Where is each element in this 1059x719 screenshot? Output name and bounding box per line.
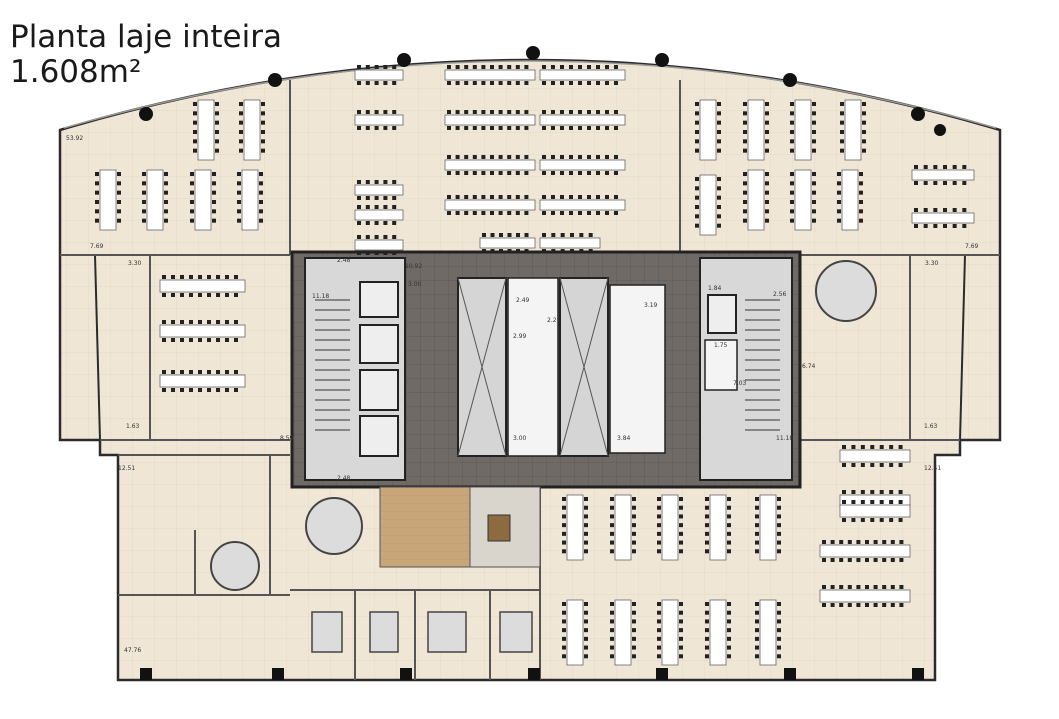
dim-label: 1.75 [714,342,728,349]
workstation-cluster [562,494,588,561]
building-core [290,250,802,489]
workstation-cluster [95,169,121,231]
plan-area-label: 1.608m² [10,54,142,90]
dim-label: 1.84 [708,285,722,292]
workstation-cluster [743,99,769,161]
meeting-tables [311,611,533,653]
dim-label: 10.92 [405,263,422,270]
workstation-cluster [539,155,626,175]
dim-label: 6.74 [802,363,816,370]
round-tables [210,260,877,591]
workstation-cluster [539,110,626,130]
dim-label: 7.69 [90,243,104,250]
workstation-cluster [539,233,601,253]
workstation-cluster [444,155,536,175]
workstation-cluster [743,169,769,231]
dim-label: 2.48 [337,257,351,264]
workstation-cluster [193,99,219,161]
workstation-cluster [755,494,781,561]
dim-label: 3.30 [128,260,142,267]
workstation-cluster [695,174,721,236]
dim-label: 3.00 [513,435,527,442]
workstation-cluster [539,65,626,85]
workstation-cluster [840,99,866,161]
plan-title-line1: Planta laje inteira [10,19,282,55]
dim-label: 2.99 [513,333,527,340]
workstation-cluster [159,370,246,392]
workstation-cluster [911,165,975,185]
columns [139,46,946,136]
workstation-cluster [237,169,263,231]
workstation-cluster [839,500,911,522]
dim-label: 11.18 [776,435,793,442]
dim-label: 7.03 [733,380,747,387]
dim-label: 12.51 [118,465,135,472]
dim-label: 3.30 [925,260,939,267]
dim-label: 3.00 [408,281,422,288]
workstation-cluster [142,169,168,231]
workstation-cluster [354,205,404,225]
plan-title: Planta laje inteira 1.608m² [10,20,282,90]
dim-label: 8.59 [280,435,294,442]
workstation-cluster [705,599,731,666]
workstation-cluster [354,180,404,200]
dim-label: 2.56 [773,291,787,298]
workstation-cluster [610,599,636,666]
workstation-cluster [159,275,246,297]
workstation-cluster [695,99,721,161]
workstation-cluster [657,494,683,561]
workstation-cluster [705,494,731,561]
dim-label: 53.92 [66,135,83,142]
workstation-cluster [444,65,536,85]
workstation-cluster [444,110,536,130]
workstation-cluster [755,599,781,666]
dim-label: 1.63 [924,423,938,430]
workstation-cluster [354,235,404,255]
workstation-cluster [354,65,404,85]
workstation-cluster [159,320,246,342]
workstation-cluster [819,585,911,607]
dim-label: 1.63 [126,423,140,430]
dimension-labels: 53.92 7.69 3.30 1.63 2.48 10.92 3.00 2.4… [66,135,979,654]
workstation-clusters [95,65,975,666]
dim-label: 12.51 [924,465,941,472]
workstation-cluster [239,99,265,161]
dim-label: 2.49 [516,297,530,304]
workstation-cluster [354,110,404,130]
dim-label: 2.48 [337,475,351,482]
dim-label: 2.21 [547,317,561,324]
lounge-wood-floor [379,486,471,568]
dim-label: 3.84 [617,435,631,442]
workstation-cluster [657,599,683,666]
workstation-cluster [837,169,863,231]
workstation-cluster [444,195,536,215]
workstation-cluster [839,445,911,467]
dim-label: 7.69 [965,243,979,250]
workstation-cluster [190,169,216,231]
workstation-cluster [610,494,636,561]
workstation-cluster [819,540,911,562]
workstation-cluster [539,195,626,215]
workstation-cluster [790,99,816,161]
dim-label: 47.76 [124,647,141,654]
dim-label: 3.19 [644,302,658,309]
workstation-cluster [911,208,975,228]
workstation-cluster [562,599,588,666]
workstation-cluster [790,169,816,231]
workstation-cluster [479,233,536,253]
dim-label: 11.18 [312,293,329,300]
